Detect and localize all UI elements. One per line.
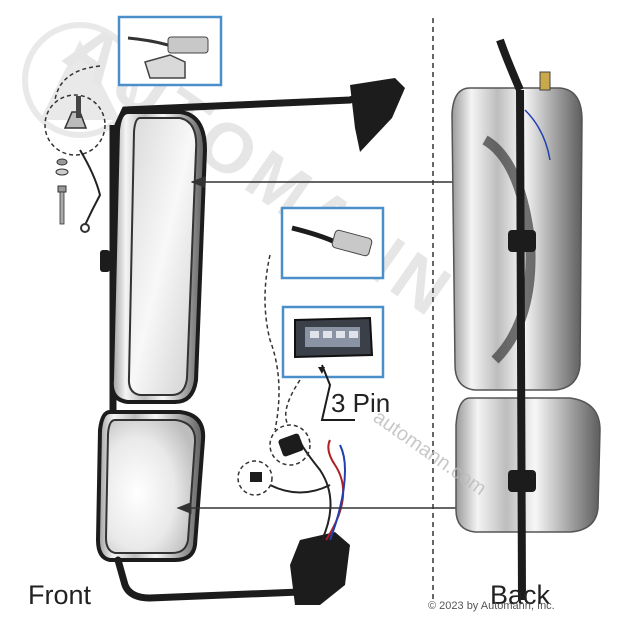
front-mirror-assembly [95, 78, 405, 605]
clamp-detail-callout [117, 15, 223, 87]
copyright-notice: © 2023 by Automann, Inc. [428, 600, 555, 612]
main-mirror-glass [127, 117, 198, 396]
three-pin-connector-callout [237, 305, 385, 496]
connector-dashed-circle-2 [237, 460, 273, 496]
back-mirror-assembly [451, 38, 601, 601]
connector-pin-label: 3 Pin [331, 388, 391, 418]
mounting-hardware [44, 65, 106, 233]
back-mounting-pole [496, 38, 526, 601]
connector-dashed-circle-1 [269, 424, 311, 466]
heater-connector-callout [264, 206, 385, 431]
back-label: Back [490, 580, 551, 610]
upper-mount-bracket [350, 78, 405, 152]
front-label: Front [28, 580, 92, 610]
hardware-dashed-circle [44, 94, 106, 156]
convex-mirror-glass [104, 419, 197, 554]
back-convex-housing [455, 397, 601, 533]
lower-mount-bracket [290, 532, 350, 605]
lower-mount-arm [114, 556, 304, 602]
